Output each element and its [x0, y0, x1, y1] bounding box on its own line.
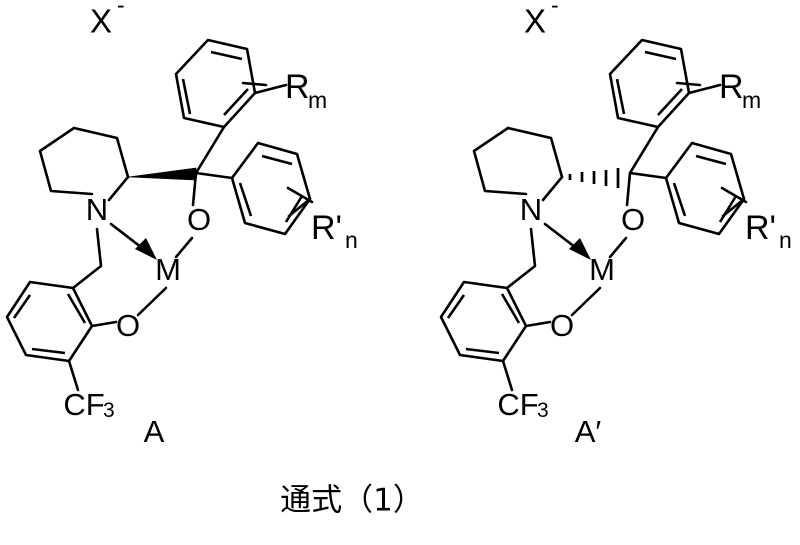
bond-alkoxide-to-metal-A	[174, 236, 194, 259]
counterion-charge: -	[551, 0, 559, 18]
stereo-bond-hashed-wedge-A-prime	[568, 168, 620, 188]
aryl-ring-top-A	[174, 38, 288, 175]
figure-caption: 通式（1）	[280, 483, 424, 519]
cf3-subscript: 3	[103, 399, 115, 422]
alkoxide-oxygen-label: O	[187, 202, 211, 237]
metal-label: M	[155, 252, 181, 287]
nitrogen-label: N	[86, 192, 108, 227]
r-group-prime-label: R'	[745, 209, 776, 247]
trifluoromethyl-group-A-prime: CF 3	[497, 387, 548, 422]
aryl-top-substituent-label-A: R m	[285, 68, 327, 113]
aryl-ring-phenolate-A	[5, 280, 118, 392]
counterion-symbol: X	[524, 3, 546, 40]
metal-label: M	[589, 252, 615, 287]
aryl-ring-phenolate-A-prime	[439, 280, 552, 392]
pyrrolidine-ring-A	[38, 126, 130, 202]
r-group-prime-label: R'	[311, 209, 342, 247]
counterion-A: X -	[90, 0, 125, 40]
aryl-right-substituent-label-A: R' n	[311, 209, 358, 253]
aryl-right-substituent-label-A-prime: R' n	[745, 209, 792, 253]
bond-n-to-benzyl-A	[71, 227, 103, 290]
counterion-A-prime: X -	[524, 0, 559, 40]
bond-alkoxide-to-metal-A-prime	[608, 236, 628, 259]
aryl-ring-right-A-prime	[628, 141, 748, 236]
phenolate-oxygen-label: O	[550, 308, 574, 343]
aryl-ring-top-A-prime	[608, 38, 722, 175]
structure-A: X - R m	[5, 0, 358, 449]
r-group-label: R	[719, 68, 744, 106]
alkoxide-oxygen-label: O	[621, 202, 645, 237]
stereo-bond-solid-wedge-A	[127, 167, 197, 181]
r-group-prime-subscript: n	[345, 227, 358, 253]
aryl-top-substituent-label-A-prime: R m	[719, 68, 761, 113]
aryl-ring-right-A	[194, 141, 314, 236]
bond-c-to-alkoxide-A	[191, 171, 198, 207]
pyrrolidine-ring-A-prime	[472, 126, 564, 202]
r-group-label: R	[285, 68, 310, 106]
r-group-subscript: m	[742, 87, 761, 113]
cf3-subscript: 3	[537, 399, 549, 422]
nitrogen-label: N	[520, 192, 542, 227]
cf3-label: CF	[497, 387, 538, 422]
structure-name-label: A	[144, 414, 165, 449]
counterion-charge: -	[117, 0, 125, 18]
r-group-subscript: m	[308, 87, 327, 113]
structure-A-prime: X - R m	[439, 0, 792, 449]
structure-name-label: A′	[575, 414, 602, 449]
bond-phenolate-to-metal-A-prime	[570, 286, 602, 317]
cf3-label: CF	[63, 387, 104, 422]
trifluoromethyl-group-A: CF 3	[63, 387, 114, 422]
r-group-prime-subscript: n	[779, 227, 792, 253]
counterion-symbol: X	[90, 3, 112, 40]
bond-n-to-benzyl-A-prime	[505, 227, 537, 290]
phenolate-oxygen-label: O	[116, 308, 140, 343]
dative-bond-arrow-A-prime	[543, 222, 591, 260]
dative-bond-arrow-A	[109, 222, 157, 260]
bond-phenolate-to-metal-A	[136, 286, 168, 317]
bond-c-to-alkoxide-A-prime	[625, 171, 632, 207]
